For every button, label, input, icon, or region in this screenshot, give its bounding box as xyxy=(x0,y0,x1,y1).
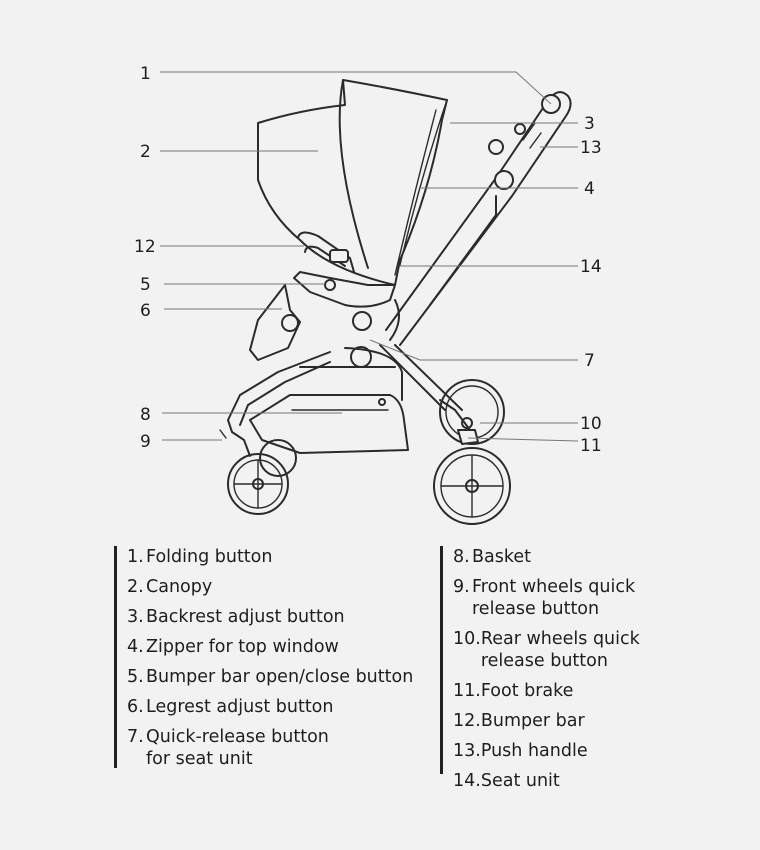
rear-wheel-back xyxy=(439,379,505,445)
front-wheel xyxy=(227,453,289,515)
legend-item: 2. Canopy xyxy=(127,576,413,598)
callout-3: 3 xyxy=(584,114,595,134)
callout-10: 10 xyxy=(580,414,602,434)
callout-2: 2 xyxy=(140,142,151,162)
callout-9: 9 xyxy=(140,432,151,452)
legend-item: 11. Foot brake xyxy=(453,680,640,702)
legend-item: 4. Zipper for top window xyxy=(127,636,413,658)
legend-label: Folding button xyxy=(146,547,273,567)
callout-8: 8 xyxy=(140,405,151,425)
bumper-bar xyxy=(297,231,355,273)
legend-item: 6. Legrest adjust button xyxy=(127,696,413,718)
legend-number: 5. xyxy=(127,667,144,687)
legend-number: 13. xyxy=(453,741,481,761)
legend-item: 9. Front wheels quick release button xyxy=(453,576,640,620)
legend-left-column: 1. Folding button 2. Canopy 3. Backrest … xyxy=(114,546,413,770)
stroller-diagram: 1 2 3 13 4 12 14 5 6 7 8 9 10 11 xyxy=(134,64,602,525)
callout-13: 13 xyxy=(580,138,602,158)
legend-label: Bumper bar xyxy=(480,711,585,731)
legend-label: Push handle xyxy=(480,741,588,761)
rear-wheel xyxy=(433,447,511,525)
legend-label: Seat unit xyxy=(480,771,560,791)
legend-item: 7. Quick-release button for seat unit xyxy=(127,726,413,770)
legend-number: 8. xyxy=(453,547,470,567)
legend-item: 14. Seat unit xyxy=(453,770,640,792)
legend-label: Backrest adjust button xyxy=(146,607,345,627)
callout-12: 12 xyxy=(134,237,156,257)
legend-item: 13. Push handle xyxy=(453,740,640,762)
legend-number: 2. xyxy=(127,577,144,597)
legend-number: 7. xyxy=(127,727,144,747)
callout-1: 1 xyxy=(140,64,151,84)
rear-frame-tube xyxy=(385,177,497,331)
legend-number: 3. xyxy=(127,607,144,627)
bumper-bar-button xyxy=(324,279,336,291)
legend-label: Quick-release button for seat unit xyxy=(146,727,329,769)
legend-label: Rear wheels quick release button xyxy=(480,629,640,671)
legend-label: Bumper bar open/close button xyxy=(146,667,414,687)
top-window-zipper xyxy=(394,109,437,276)
legend-label: Legrest adjust button xyxy=(146,697,334,717)
foot-brake xyxy=(457,429,479,445)
legend-number: 11. xyxy=(453,681,481,701)
legend-right-column: 8. Basket 9. Front wheels quick release … xyxy=(440,546,640,791)
callout-4: 4 xyxy=(584,179,595,199)
rear-wheel-release-button xyxy=(461,417,473,429)
legend-item: 10. Rear wheels quick release button xyxy=(453,628,640,672)
legend-label: Front wheels quick release button xyxy=(472,577,636,619)
legend-number: 12. xyxy=(453,711,481,731)
legend-number: 1. xyxy=(127,547,144,567)
legend-number: 10. xyxy=(453,629,481,649)
front-wheel-release-button xyxy=(219,429,227,439)
front-wheel-back xyxy=(259,439,297,477)
callout-7: 7 xyxy=(584,351,595,371)
callout-5: 5 xyxy=(140,275,151,295)
legend-number: 14. xyxy=(453,771,481,791)
legend-item: 3. Backrest adjust button xyxy=(127,606,413,628)
legend-number: 4. xyxy=(127,637,144,657)
legend-number: 9. xyxy=(453,577,470,597)
callout-14: 14 xyxy=(580,257,602,277)
callout-6: 6 xyxy=(140,301,151,321)
legend-label: Canopy xyxy=(146,577,213,597)
callout-numbers: 1 2 3 13 4 12 14 5 6 7 8 9 10 11 xyxy=(134,64,602,456)
legend-item: 12. Bumper bar xyxy=(453,710,640,732)
legend-item: 1. Folding button xyxy=(127,546,413,568)
callout-11: 11 xyxy=(580,436,602,456)
legend-label: Basket xyxy=(472,547,531,567)
seat-unit xyxy=(293,271,396,308)
stroller-illustration xyxy=(219,79,572,525)
legend-item: 5. Bumper bar open/close button xyxy=(127,666,413,688)
legend-label: Foot brake xyxy=(480,681,574,701)
legend-item: 8. Basket xyxy=(453,546,640,568)
leader-lines xyxy=(160,71,579,442)
legrest-adjust-button xyxy=(281,314,299,332)
legend-label: Zipper for top window xyxy=(146,637,339,657)
canopy xyxy=(257,79,448,286)
legend-number: 6. xyxy=(127,697,144,717)
